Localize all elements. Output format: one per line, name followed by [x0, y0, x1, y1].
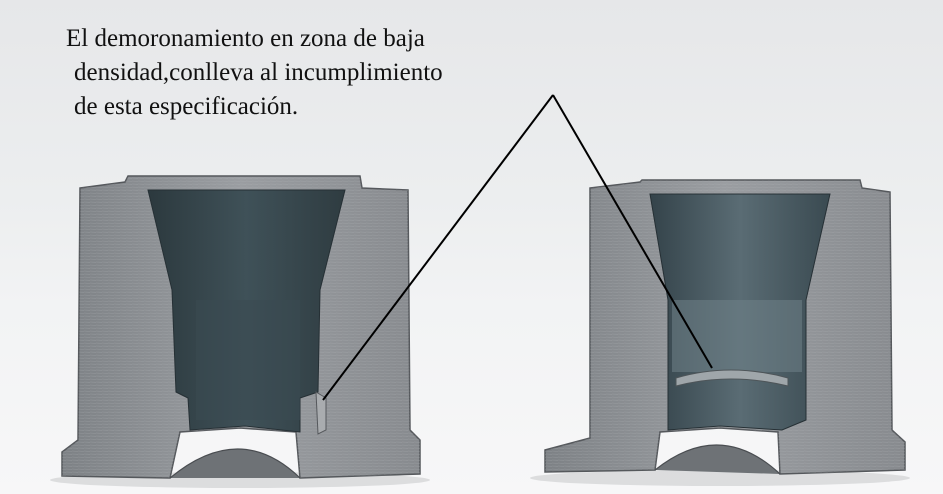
- pointer-lines: [322, 94, 713, 401]
- defect-caption: El demoronamiento en zona de baja densid…: [66, 22, 586, 124]
- pointer-line-right: [552, 94, 713, 369]
- left-part: [61, 175, 421, 479]
- caption-line-2: densidad,conlleva al incumplimiento: [74, 59, 443, 86]
- caption-line-1: El demoronamiento en zona de baja: [66, 25, 425, 52]
- right-part: [544, 179, 906, 475]
- crumbled-zone: [675, 369, 789, 387]
- caption-line-3: de esta especificación.: [74, 93, 299, 120]
- pointer-line-left: [322, 94, 554, 401]
- shadow-right: [530, 470, 910, 486]
